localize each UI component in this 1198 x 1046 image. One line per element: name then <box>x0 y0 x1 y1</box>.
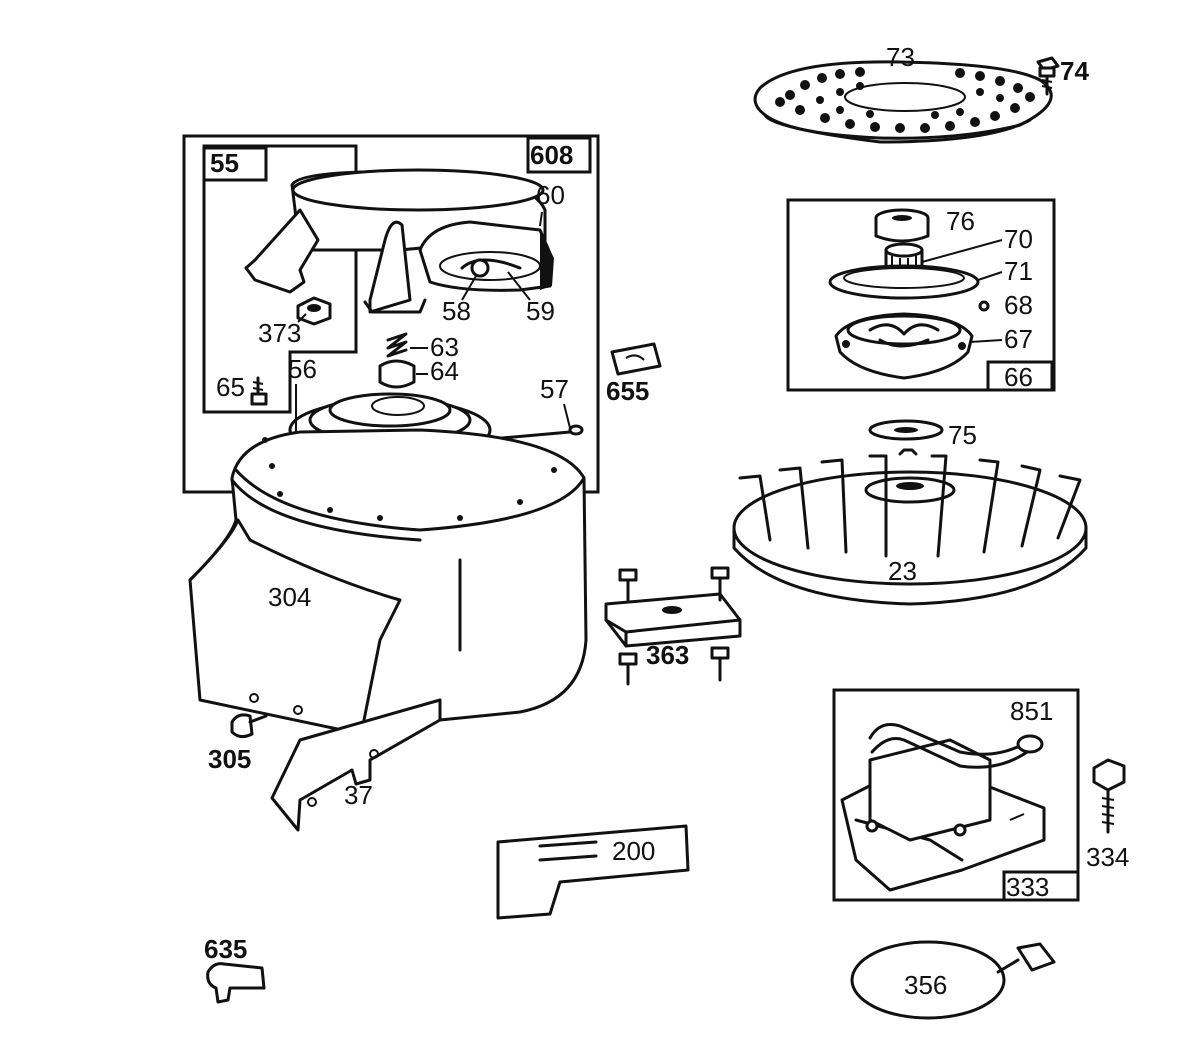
part-label-655: 655 <box>606 376 649 406</box>
part-label-68: 68 <box>1004 290 1033 320</box>
kit-66-box <box>786 198 1056 392</box>
kit-333-box <box>832 688 1080 902</box>
part-label-76: 76 <box>946 206 975 236</box>
part-label-200: 200 <box>612 836 655 866</box>
part-label-608: 608 <box>530 140 573 170</box>
kit-608-tag <box>526 136 592 174</box>
ball-68 <box>978 300 990 312</box>
part-label-73: 73 <box>886 42 915 72</box>
screw-305 <box>230 713 268 739</box>
part-label-333: 333 <box>1006 872 1049 902</box>
part-label-334: 334 <box>1086 842 1129 872</box>
part-label-71: 71 <box>1004 256 1033 286</box>
kit-333-tag <box>1002 870 1080 902</box>
plate-200 <box>496 824 690 920</box>
part-label-851: 851 <box>1010 696 1053 726</box>
part-label-37: 37 <box>344 780 373 810</box>
part-label-59: 59 <box>526 296 555 326</box>
blower-housing-304 <box>188 428 588 742</box>
part-label-60: 60 <box>536 180 565 210</box>
bolt-334 <box>1092 758 1126 834</box>
part-label-58: 58 <box>442 296 471 326</box>
nut-76 <box>874 208 930 243</box>
part-label-75: 75 <box>948 420 977 450</box>
part-label-363: 363 <box>646 640 689 670</box>
cup-67 <box>834 312 974 380</box>
washer-75 <box>868 419 944 441</box>
baffle-37 <box>270 698 442 832</box>
clip-655 <box>610 342 662 376</box>
part-label-65: 65 <box>216 372 245 402</box>
part-label-57: 57 <box>540 374 569 404</box>
cap-64 <box>378 359 416 389</box>
part-label-23: 23 <box>888 556 917 586</box>
part-label-66: 66 <box>1004 362 1033 392</box>
part-label-74: 74 <box>1060 56 1089 86</box>
flywheel-23 <box>732 448 1088 606</box>
plate-71 <box>828 264 980 300</box>
part-label-55: 55 <box>210 148 239 178</box>
kit-55-tag <box>202 146 268 182</box>
kit-55-box <box>202 144 358 414</box>
ground-wire-356 <box>850 940 1056 1020</box>
part-label-64: 64 <box>430 356 459 386</box>
part-label-70: 70 <box>1004 224 1033 254</box>
part-label-304: 304 <box>268 582 311 612</box>
spring-63 <box>386 332 408 358</box>
screw-65 <box>250 376 268 406</box>
part-label-56: 56 <box>288 354 317 384</box>
nut-373 <box>296 296 332 326</box>
part-label-63: 63 <box>430 332 459 362</box>
part-label-67: 67 <box>1004 324 1033 354</box>
spacer-363 <box>604 566 742 686</box>
armature-851 <box>840 723 1046 892</box>
part-label-356: 356 <box>904 970 947 1000</box>
part-label-635: 635 <box>204 934 247 964</box>
connector-635 <box>206 962 266 1004</box>
starter-handle-60 <box>418 220 554 292</box>
part-label-305: 305 <box>208 744 251 774</box>
starter-housing <box>244 168 547 314</box>
grass-screen-73 <box>753 60 1053 144</box>
part-label-373: 373 <box>258 318 301 348</box>
kit-66-tag <box>986 360 1054 392</box>
bolt-74 <box>1036 56 1060 96</box>
